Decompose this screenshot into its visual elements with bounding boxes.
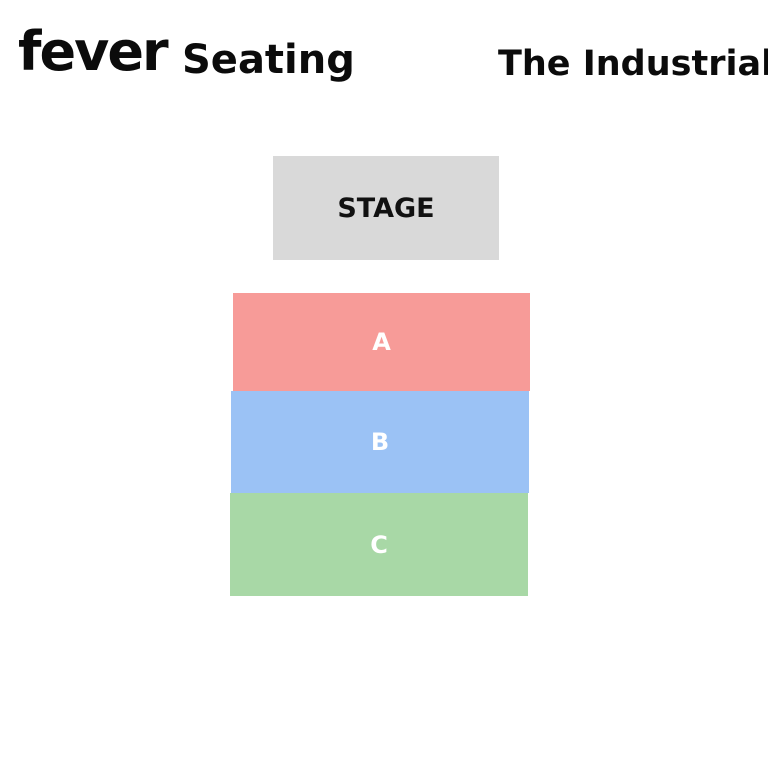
zone-c-label: C <box>370 530 388 559</box>
zone-c[interactable]: C <box>230 493 528 596</box>
venue-name: The Industrial <box>498 44 768 84</box>
zone-b[interactable]: B <box>231 391 529 493</box>
stage-label: STAGE <box>337 192 435 224</box>
page-title: Seating <box>182 37 355 83</box>
zone-a[interactable]: A <box>233 293 530 391</box>
zone-a-label: A <box>372 328 391 356</box>
header: fever Seating The Industrial <box>0 0 768 110</box>
zone-b-label: B <box>370 428 390 456</box>
stage-block: STAGE <box>273 156 499 260</box>
fever-logo: fever <box>18 20 169 83</box>
